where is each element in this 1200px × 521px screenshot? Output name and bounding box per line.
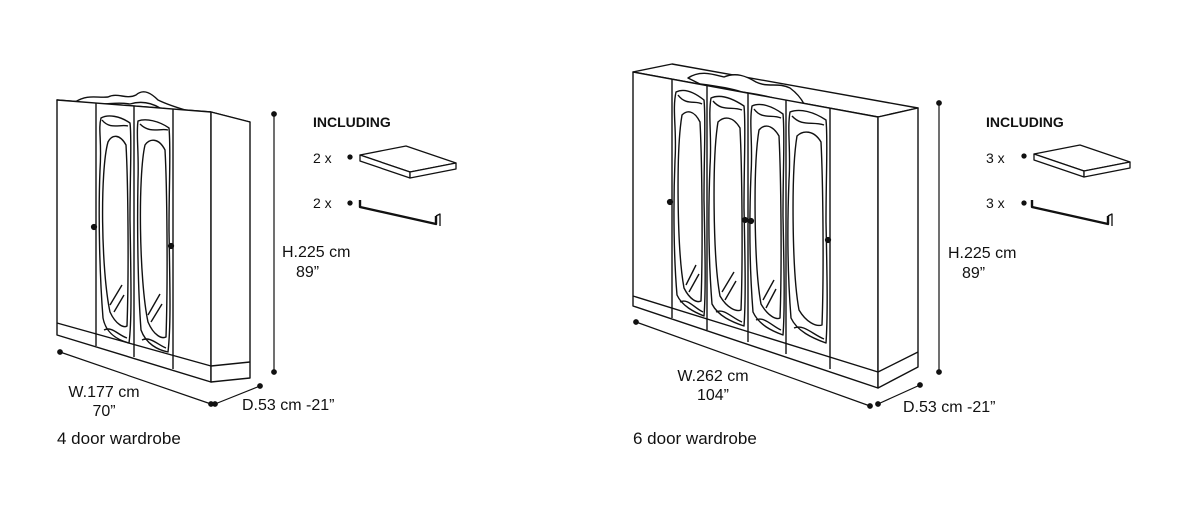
wardrobe-4-dimension-lines [57,111,277,407]
wardrobe-6-handle-2 [741,216,749,224]
wardrobe-4-shelf-illustration [347,145,457,179]
wardrobe-4-handle-left [90,223,98,231]
wardrobe-4-width-in: 70” [92,403,115,420]
wardrobe-4-handle-right [167,242,175,250]
wardrobe-4-door [56,91,251,383]
wardrobe-6-height-in: 89” [962,265,985,282]
wardrobe-6-mirror-1 [673,89,706,317]
wardrobe-6-depth: D.53 cm -21” [903,399,995,416]
wardrobe-6-width-in: 104” [697,387,729,404]
wardrobe-6-handle-4 [824,236,832,244]
wardrobe-6-handle-3 [747,217,755,225]
wardrobe-6-dimension-lines [633,100,942,409]
wardrobe-6-side [877,107,919,389]
wardrobe-6-including-label: INCLUDING [986,114,1064,130]
wardrobe-6-caption: 6 door wardrobe [633,429,757,448]
wardrobe-4-mirror-left [98,115,132,344]
wardrobe-6-door [632,63,919,389]
wardrobe-6-shelf-illustration [1021,144,1131,178]
wardrobe-4-rail-qty: 2 x [313,195,332,211]
wardrobe-4-shelf-qty: 2 x [313,150,332,166]
wardrobe-4-depth: D.53 cm -21” [242,397,334,414]
wardrobe-4-rail-illustration [347,200,441,226]
wardrobe-4-height-cm: H.225 cm [282,244,350,261]
wardrobe-4-caption: 4 door wardrobe [57,429,181,448]
wardrobe-4-width-cm: W.177 cm [68,384,139,401]
wardrobe-6-width-cm: W.262 cm [677,368,748,385]
wardrobe-6-rail-illustration [1021,200,1113,226]
wardrobe-6-height-cm: H.225 cm [948,245,1016,262]
wardrobe-6-handle-1 [666,198,674,206]
wardrobe-4-crown-ornament [74,91,193,113]
wardrobe-6-rail-qty: 3 x [986,195,1005,211]
wardrobe-6-shelf-qty: 3 x [986,150,1005,166]
wardrobe-4-height-in: 89” [296,264,319,281]
wardrobe-4-including-label: INCLUDING [313,114,391,130]
wardrobe-4-side [210,111,251,383]
